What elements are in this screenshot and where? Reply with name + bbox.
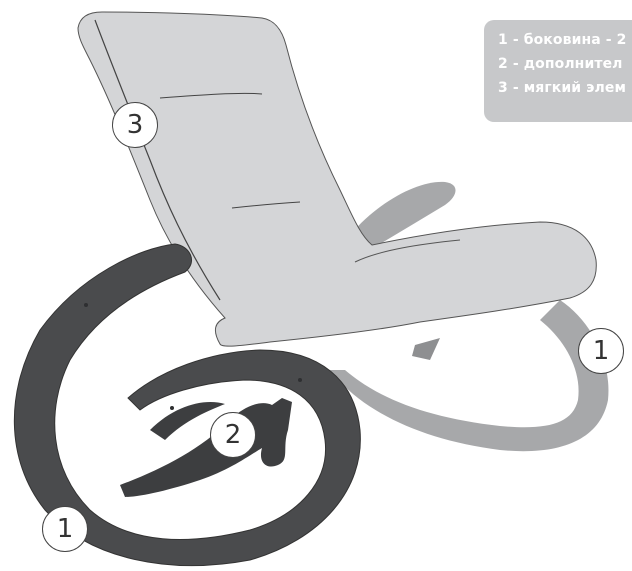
seat-support [412, 338, 440, 360]
callout-right-side-frame: 1 [578, 328, 624, 374]
legend-item-additional: 2 - дополнител [498, 52, 632, 76]
additional-element [120, 398, 292, 497]
legend-panel: 1 - боковина - 2 2 - дополнител 3 - мягк… [484, 20, 632, 122]
callout-additional-element: 2 [210, 412, 256, 458]
frame-bolt [84, 303, 88, 307]
legend-item-side: 1 - боковина - 2 [498, 28, 632, 52]
callout-soft-element: 3 [112, 102, 158, 148]
frame-bolt [298, 378, 302, 382]
callout-left-side-frame: 1 [42, 506, 88, 552]
legend-item-soft: 3 - мягкий элем [498, 76, 632, 100]
frame-bolt [170, 406, 174, 410]
